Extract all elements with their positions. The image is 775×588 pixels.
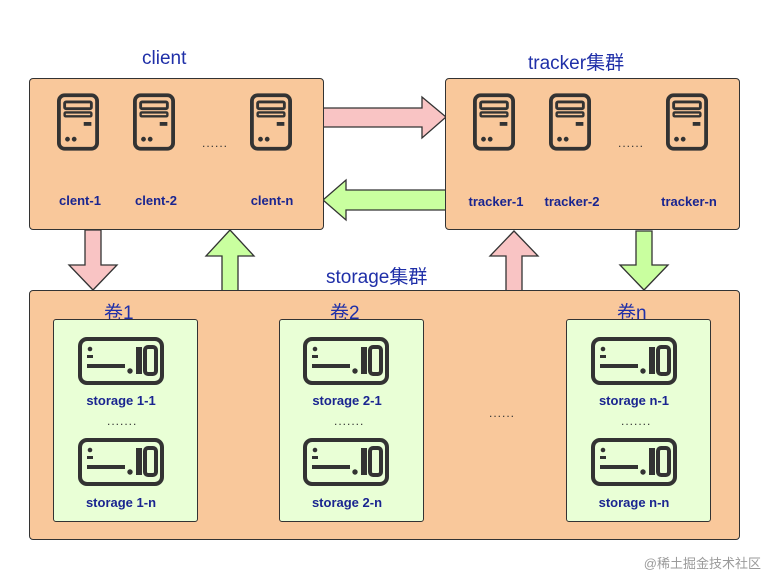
tracker-node-label: tracker-1 <box>468 194 524 209</box>
server-tower-icon <box>473 93 515 151</box>
disk-drive-icon <box>591 438 677 486</box>
volume-title: 卷n <box>617 303 647 324</box>
client-to-tracker-arrow <box>322 95 448 140</box>
client-node-label: clent-n <box>250 193 294 208</box>
tracker-title: tracker集群 <box>528 53 625 74</box>
client-ellipsis: ...... <box>202 136 229 150</box>
client-node-label: clent-1 <box>59 193 101 208</box>
volume-ellipsis: ....... <box>621 414 652 428</box>
storage-node-label: storage 1-n <box>85 495 157 510</box>
client-title: client <box>142 48 187 69</box>
tracker-ellipsis: ...... <box>618 136 645 150</box>
server-tower-icon <box>666 93 708 151</box>
storage-to-tracker-arrow <box>488 230 540 292</box>
volume-title: 卷1 <box>104 303 134 324</box>
volume-ellipsis: ....... <box>107 414 138 428</box>
disk-drive-icon <box>78 438 164 486</box>
tracker-node-label: tracker-2 <box>544 194 600 209</box>
volume-ellipsis: ....... <box>334 414 365 428</box>
disk-drive-icon <box>591 337 677 385</box>
tracker-to-client-arrow <box>322 178 447 222</box>
disk-drive-icon <box>303 337 389 385</box>
storage-node-label: storage n-1 <box>598 393 670 408</box>
disk-drive-icon <box>303 438 389 486</box>
volume-box <box>53 319 198 522</box>
volume-title: 卷2 <box>330 303 360 324</box>
watermark: @稀土掘金技术社区 <box>643 556 761 571</box>
server-tower-icon <box>57 93 99 151</box>
client-to-storage-arrow <box>67 229 119 291</box>
storage-node-label: storage n-n <box>598 495 670 510</box>
client-node-label: clent-2 <box>135 193 177 208</box>
storage-ellipsis: ...... <box>489 406 516 420</box>
server-tower-icon <box>250 93 292 151</box>
tracker-to-storage-arrow <box>618 230 670 291</box>
storage-node-label: storage 2-n <box>311 495 383 510</box>
storage-node-label: storage 1-1 <box>86 393 156 408</box>
storage-node-label: storage 2-1 <box>312 393 382 408</box>
disk-drive-icon <box>78 337 164 385</box>
server-tower-icon <box>133 93 175 151</box>
storage-to-client-arrow <box>204 229 256 292</box>
tracker-node-label: tracker-n <box>661 194 717 209</box>
server-tower-icon <box>549 93 591 151</box>
storage-title: storage集群 <box>326 267 428 288</box>
